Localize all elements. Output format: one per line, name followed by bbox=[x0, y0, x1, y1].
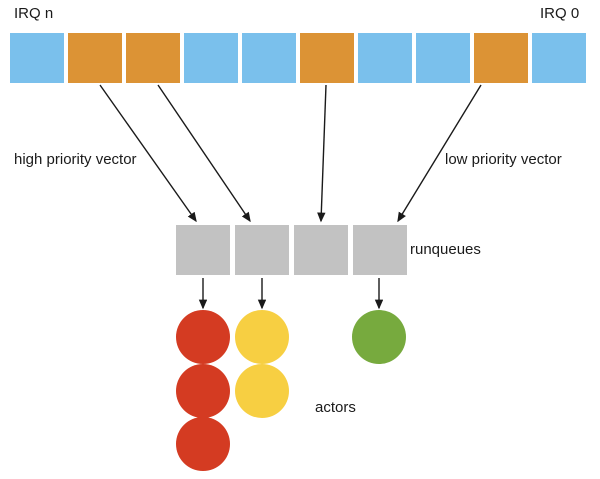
irq-low-label: IRQ 0 bbox=[540, 5, 580, 22]
vector-box-8[interactable] bbox=[474, 33, 528, 83]
runqueue-box-2[interactable] bbox=[294, 225, 348, 275]
actors-label: actors bbox=[315, 399, 356, 416]
actor-circle-yellow-1[interactable] bbox=[235, 364, 289, 418]
runqueue-to-actor-arrows bbox=[198, 278, 384, 310]
vector-box-2[interactable] bbox=[126, 33, 180, 83]
vector-box-3[interactable] bbox=[184, 33, 238, 83]
vector-box-7[interactable] bbox=[416, 33, 470, 83]
vector-box-6[interactable] bbox=[358, 33, 412, 83]
vector-box-4[interactable] bbox=[242, 33, 296, 83]
vector-box-9[interactable] bbox=[532, 33, 586, 83]
runqueues-label: runqueues bbox=[410, 241, 481, 258]
irq-high-label: IRQ n bbox=[14, 5, 54, 22]
runqueue-box-3[interactable] bbox=[353, 225, 407, 275]
arrow-vector-2-to-runqueue-1 bbox=[157, 84, 251, 223]
vector-to-runqueue-arrows bbox=[99, 84, 482, 223]
vector-box-1[interactable] bbox=[68, 33, 122, 83]
runqueue-box-1[interactable] bbox=[235, 225, 289, 275]
actor-circle-red-0[interactable] bbox=[176, 310, 230, 364]
vector-box-0[interactable] bbox=[10, 33, 64, 83]
high-priority-vector-label: high priority vector bbox=[14, 151, 137, 168]
actor-circle-red-2[interactable] bbox=[176, 417, 230, 471]
actor-circle-yellow-0[interactable] bbox=[235, 310, 289, 364]
arrow-vector-5-to-runqueue-2 bbox=[317, 84, 327, 223]
runqueue-box-0[interactable] bbox=[176, 225, 230, 275]
low-priority-vector-label: low priority vector bbox=[445, 151, 562, 168]
actor-circle-green-0[interactable] bbox=[352, 310, 406, 364]
actor-circle-red-1[interactable] bbox=[176, 364, 230, 418]
vector-box-5[interactable] bbox=[300, 33, 354, 83]
